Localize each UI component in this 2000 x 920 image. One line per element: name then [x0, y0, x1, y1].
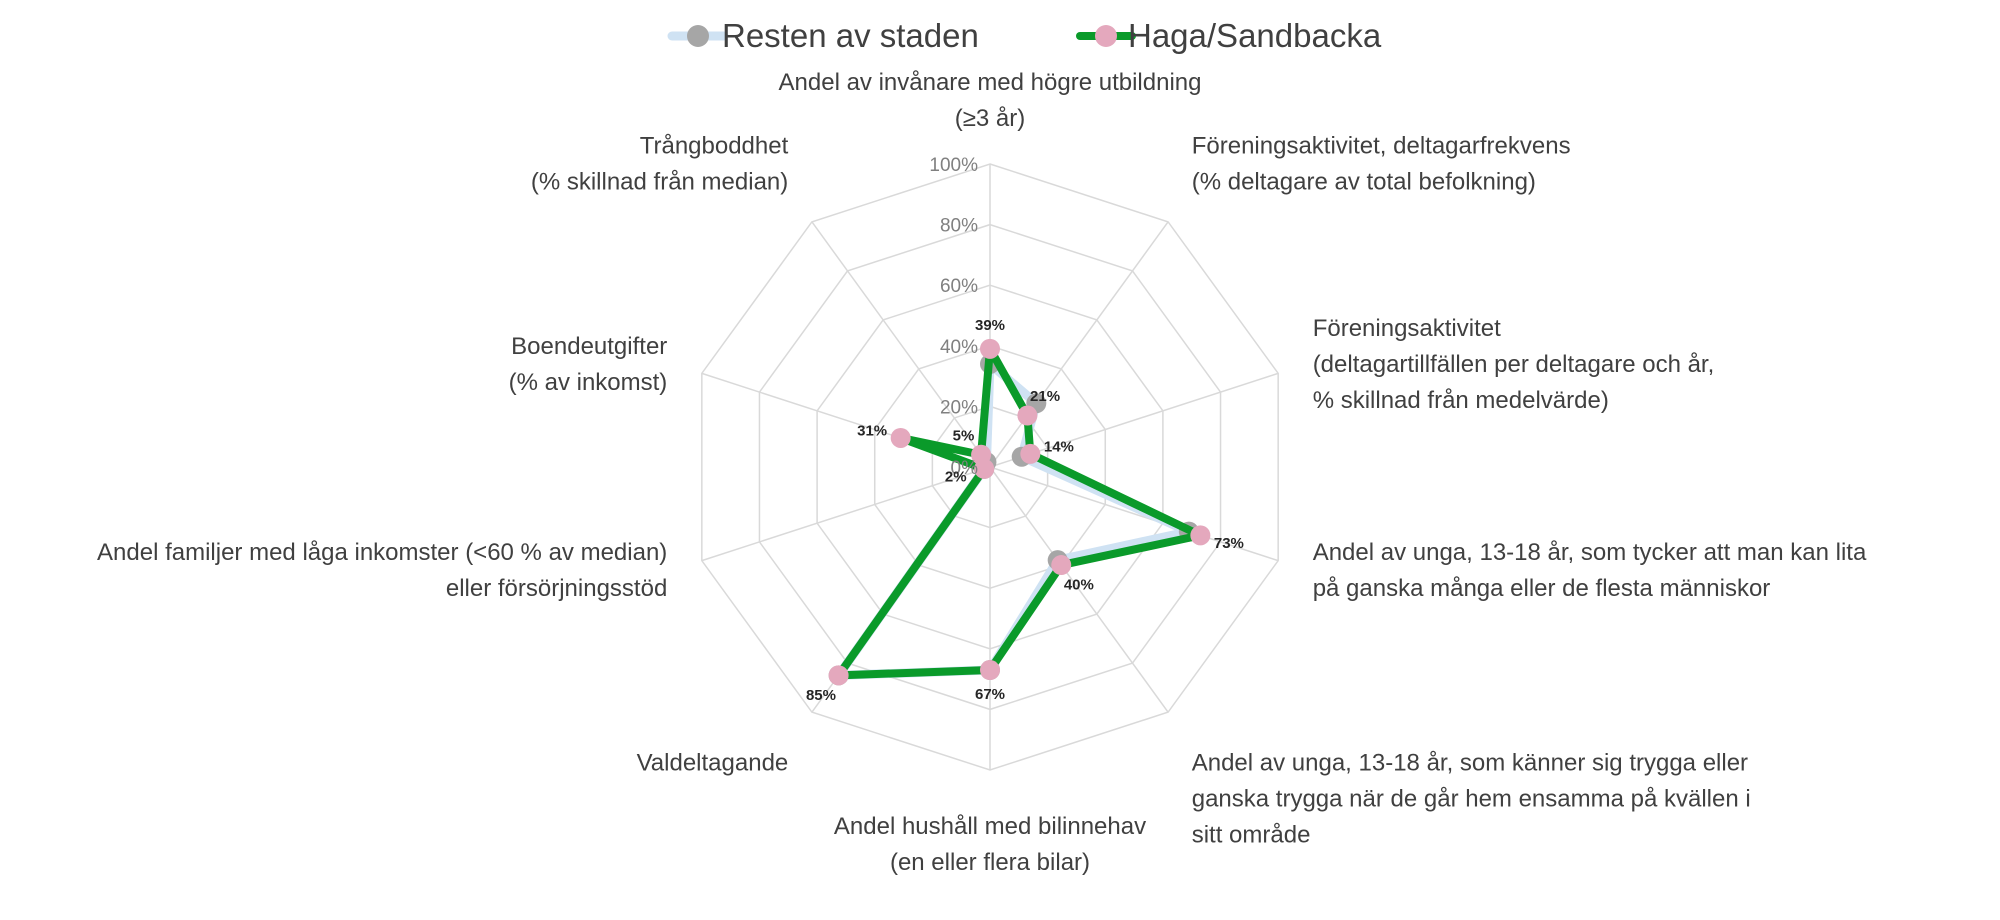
spoke-line — [989, 221, 1169, 468]
axis-label-7: Andel familjer med låga inkomster (<60 %… — [97, 539, 667, 602]
axis-label-1: Föreningsaktivitet, deltagarfrekvens (% d… — [1192, 133, 1571, 196]
axis-label-9: Trångboddhet (% skillnad från median) — [531, 133, 789, 196]
legend: Resten av staden Haga/Sandbacka — [667, 17, 1382, 54]
legend-item-1: Haga/Sandbacka — [1076, 17, 1382, 54]
data-label: 21% — [1030, 388, 1060, 405]
axis-label-line: Föreningsaktivitet, deltagarfrekvens — [1192, 133, 1571, 160]
data-point — [980, 660, 1000, 681]
axis-label-line: (en eller flera bilar) — [890, 849, 1090, 876]
axis-label-line: (deltagartillfällen per deltagare och år… — [1313, 351, 1715, 378]
axis-label-line: på ganska många eller de flesta människo… — [1313, 575, 1771, 602]
axis-label-line: % skillnad från medelvärde) — [1313, 387, 1609, 414]
data-label: 14% — [1044, 438, 1074, 455]
data-label: 85% — [806, 687, 836, 704]
tick-label: 20% — [940, 397, 978, 418]
tick-label: 80% — [940, 216, 978, 237]
legend-marker — [687, 25, 709, 47]
axis-label-line: Andel hushåll med bilinnehav — [834, 813, 1146, 840]
legend-label: Resten av staden — [722, 17, 979, 54]
data-label: 5% — [953, 427, 975, 444]
radial-tick-labels: 0% 20% 40% 60% 80% 100% — [929, 155, 978, 479]
axis-label-line: ganska trygga när de går hem ensamma på … — [1192, 785, 1751, 812]
series-line — [834, 344, 1205, 680]
axis-label-0: Andel av invånare med högre utbildning (≥… — [779, 69, 1202, 132]
spoke-line — [811, 221, 991, 468]
data-point — [1017, 405, 1038, 426]
legend-label: Haga/Sandbacka — [1128, 17, 1382, 54]
data-label: 67% — [975, 686, 1005, 703]
data-point — [971, 444, 992, 465]
axis-label-line: Andel av invånare med högre utbildning — [779, 69, 1202, 96]
axis-label-line: Valdeltagande — [637, 749, 789, 776]
axis-label-6: Valdeltagande — [637, 749, 789, 776]
legend-marker — [1095, 25, 1117, 47]
series-1 — [828, 338, 1211, 686]
tick-label: 0% — [951, 458, 979, 479]
data-point — [890, 427, 911, 448]
axis-label-line: Andel av unga, 13-18 år, som tycker att … — [1313, 539, 1867, 566]
axis-label-3: Andel av unga, 13-18 år, som tycker att … — [1313, 539, 1867, 602]
data-label: 39% — [975, 317, 1005, 334]
data-point — [1051, 555, 1072, 576]
data-label: 2% — [945, 468, 967, 485]
axis-label-line: Andel av unga, 13-18 år, som känner sig … — [1192, 749, 1748, 776]
axis-label-line: (% av inkomst) — [509, 369, 668, 396]
axis-label-5: Andel hushåll med bilinnehav (en eller fl… — [834, 813, 1146, 876]
axis-label-8: Boendeutgifter (% av inkomst) — [509, 333, 668, 396]
data-label: 40% — [1064, 576, 1094, 593]
data-label: 31% — [857, 423, 887, 440]
spoke-line — [989, 466, 1169, 713]
tick-label: 100% — [929, 155, 978, 176]
axis-label-4: Andel av unga, 13-18 år, som känner sig … — [1192, 749, 1751, 848]
axis-label-line: (≥3 år) — [955, 105, 1026, 132]
axis-label-2: Föreningsaktivitet (deltagartillfällen pe… — [1313, 315, 1715, 414]
axis-label-line: Andel familjer med låga inkomster (<60 %… — [97, 539, 667, 566]
data-point — [1190, 525, 1211, 546]
spoke-line — [701, 466, 991, 562]
data-labels: 39% 21% 14% 73% 40% 67% 85% 2% 31% 5% — [806, 317, 1244, 704]
tick-label: 40% — [940, 337, 978, 358]
legend-item-0: Resten av staden — [667, 17, 979, 54]
tick-label: 60% — [940, 276, 978, 297]
axis-label-line: sitt område — [1192, 821, 1311, 848]
axis-label-line: Föreningsaktivitet — [1313, 315, 1501, 342]
axis-label-line: eller försörjningsstöd — [446, 575, 667, 602]
radar-series — [828, 338, 1211, 686]
axis-label-line: (% deltagare av total befolkning) — [1192, 169, 1536, 196]
axis-label-line: Boendeutgifter — [511, 333, 667, 360]
data-label: 73% — [1214, 535, 1244, 552]
spoke-line — [989, 466, 1279, 562]
data-point — [828, 665, 849, 686]
data-point — [1020, 443, 1041, 464]
axis-label-line: (% skillnad från median) — [531, 169, 788, 196]
axis-label-line: Trångboddhet — [640, 133, 789, 160]
data-point — [980, 338, 1000, 359]
axis-labels: Andel av invånare med högre utbildning (≥… — [97, 69, 1867, 876]
